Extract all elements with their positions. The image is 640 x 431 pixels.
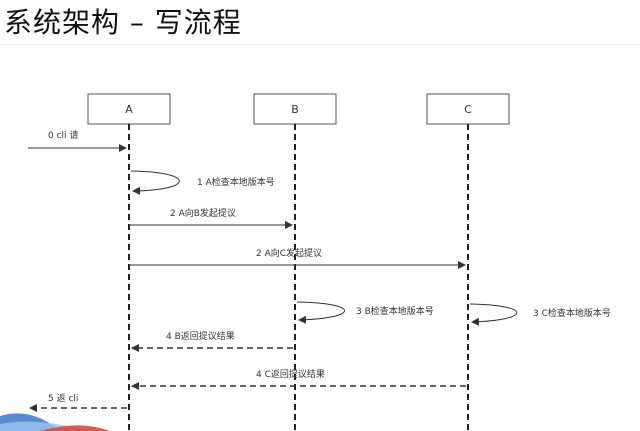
message-1-label: 1 A检查本地版本号 [197,176,275,188]
message-2c-label: 2 A向C发起提议 [256,247,322,259]
slide-title: 系统架构 – 写流程 [4,6,242,39]
message-3b-self-arrow [296,301,345,324]
participant-b: B [253,93,337,125]
message-3c-self-arrow [469,303,518,326]
slide-decoration [0,413,110,431]
message-4b-label: 4 B返回提议结果 [166,330,235,342]
participant-a-label: A [125,103,133,116]
participant-b-label: B [291,103,299,116]
message-3c-label: 3 C检查本地版本号 [533,307,611,319]
message-1-self-arrow [130,170,180,195]
message-5-label: 5 返 cli [48,392,78,404]
message-2b-label: 2 A向B发起提议 [170,207,236,219]
title-divider [0,44,640,45]
message-0-label: 0 cli 请 [48,129,78,141]
message-3b-label: 3 B检查本地版本号 [356,305,434,317]
participant-c: C [426,93,510,125]
message-4c-label: 4 C返回提议结果 [256,368,325,380]
participant-a: A [87,93,171,125]
participant-c-label: C [464,103,472,116]
